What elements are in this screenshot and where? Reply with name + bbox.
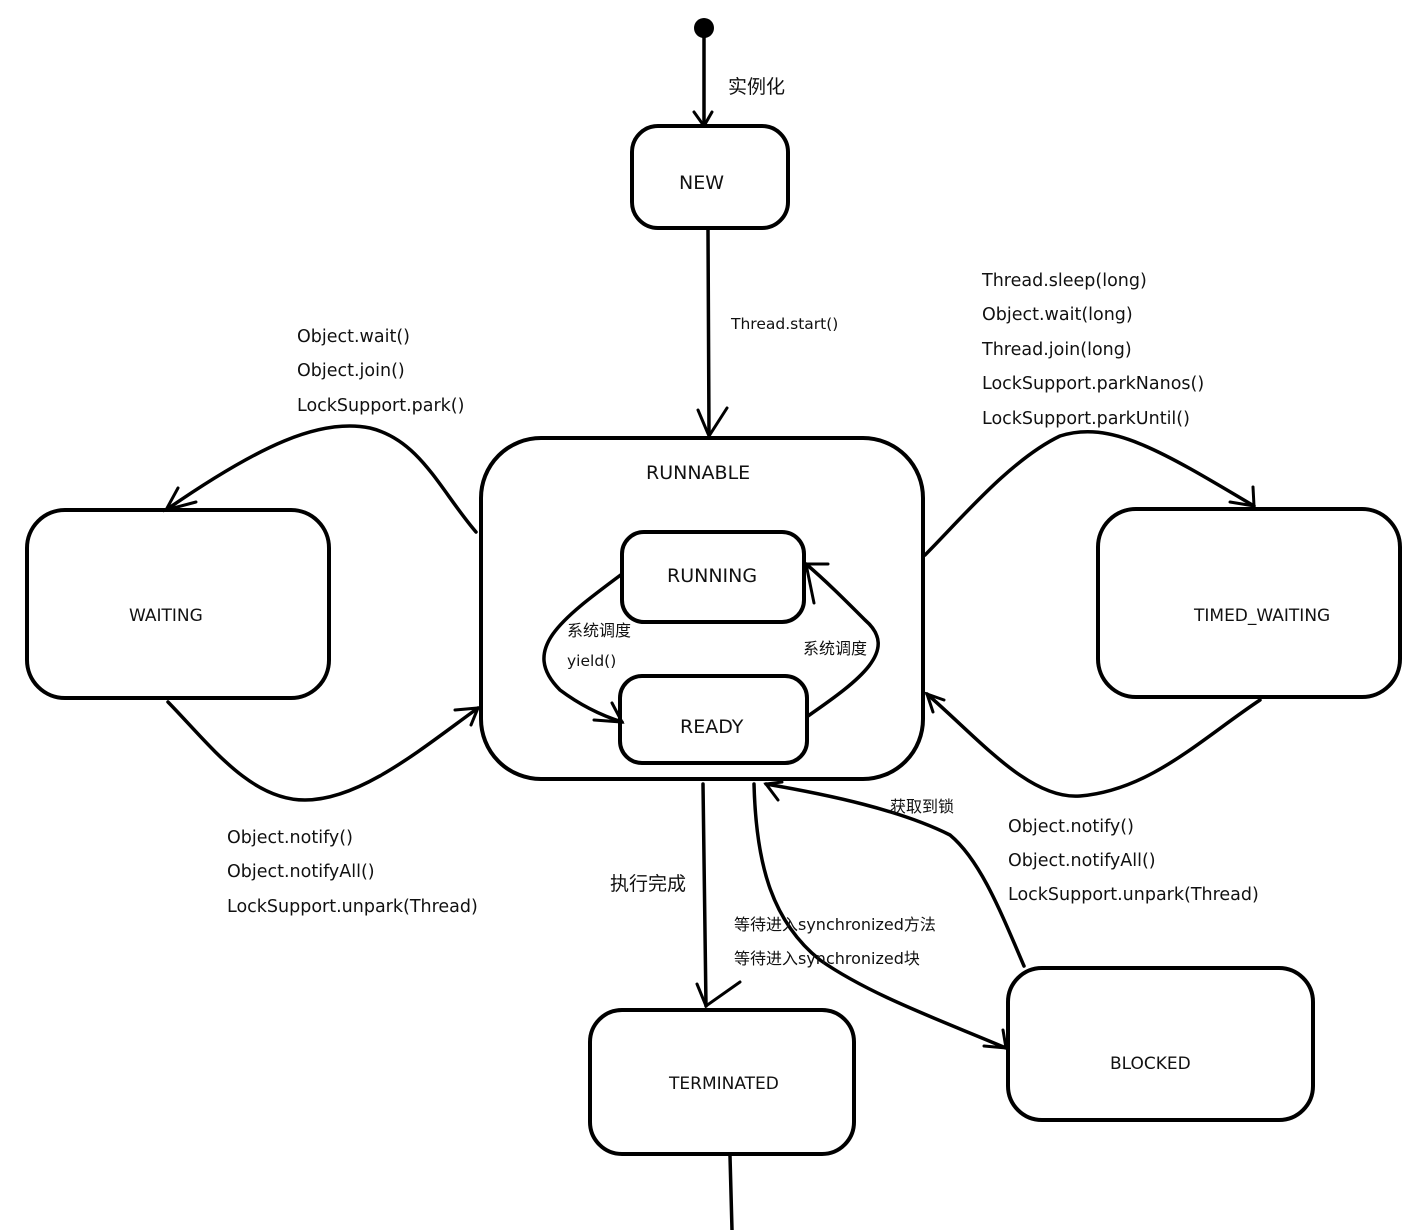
state-terminated: TERMINATED (588, 1008, 856, 1156)
label-to-waiting-2: Object.join() (297, 361, 405, 381)
state-new-label: NEW (679, 172, 724, 194)
state-timed-waiting: TIMED_WAITING (1096, 507, 1402, 699)
label-to-waiting-3: LockSupport.park() (297, 396, 464, 416)
label-instantiate: 实例化 (728, 76, 785, 98)
state-ready: READY (618, 674, 809, 765)
edge-to-blocked (752, 782, 1008, 1050)
label-to-timed-waiting-5: LockSupport.parkUntil() (982, 409, 1190, 429)
edge-to-timed-waiting (923, 430, 1256, 557)
edge-to-waiting (163, 424, 478, 534)
edge-terminated-tail (728, 1154, 734, 1230)
label-to-blocked-2: 等待进入synchronized块 (734, 949, 920, 968)
state-runnable-label: RUNNABLE (646, 462, 750, 484)
label-to-timed-waiting-1: Thread.sleep(long) (981, 271, 1147, 291)
edge-finished (695, 782, 742, 1009)
edge-acquired-lock (763, 780, 1026, 968)
label-acquired-lock: 获取到锁 (890, 797, 954, 816)
label-from-timed-waiting-1: Object.notify() (1008, 817, 1134, 837)
label-to-waiting-1: Object.wait() (297, 327, 410, 347)
label-ready-to-running: 系统调度 (803, 639, 867, 658)
edge-from-waiting (166, 700, 481, 802)
edge-running-to-ready (542, 572, 625, 724)
label-to-timed-waiting-3: Thread.join(long) (981, 340, 1132, 360)
label-to-timed-waiting-2: Object.wait(long) (982, 305, 1133, 325)
state-waiting: WAITING (25, 508, 331, 700)
state-terminated-label: TERMINATED (668, 1074, 779, 1094)
label-running-to-ready-2: yield() (567, 652, 616, 670)
label-from-waiting-3: LockSupport.unpark(Thread) (227, 897, 478, 917)
label-from-timed-waiting-3: LockSupport.unpark(Thread) (1008, 885, 1259, 905)
label-start: Thread.start() (730, 315, 838, 333)
edge-start (696, 228, 729, 440)
state-waiting-label: WAITING (129, 606, 203, 626)
label-running-to-ready-1: 系统调度 (567, 621, 631, 640)
label-to-timed-waiting-4: LockSupport.parkNanos() (982, 374, 1204, 394)
state-ready-label: READY (680, 716, 744, 738)
label-from-waiting-2: Object.notifyAll() (227, 862, 375, 882)
state-timed-waiting-label: TIMED_WAITING (1193, 606, 1330, 626)
label-from-timed-waiting-2: Object.notifyAll() (1008, 851, 1156, 871)
state-running-label: RUNNING (667, 565, 757, 587)
state-blocked-label: BLOCKED (1110, 1054, 1191, 1074)
label-to-blocked-1: 等待进入synchronized方法 (734, 915, 936, 934)
state-new: NEW (630, 124, 790, 230)
state-blocked: BLOCKED (1006, 966, 1315, 1122)
edge-instantiate (692, 34, 714, 129)
label-from-waiting-1: Object.notify() (227, 828, 353, 848)
edge-from-timed-waiting (924, 691, 1262, 798)
edge-ready-to-running (804, 562, 880, 718)
label-finished: 执行完成 (610, 873, 686, 895)
state-running: RUNNING (620, 530, 806, 624)
initial-node (694, 18, 714, 38)
